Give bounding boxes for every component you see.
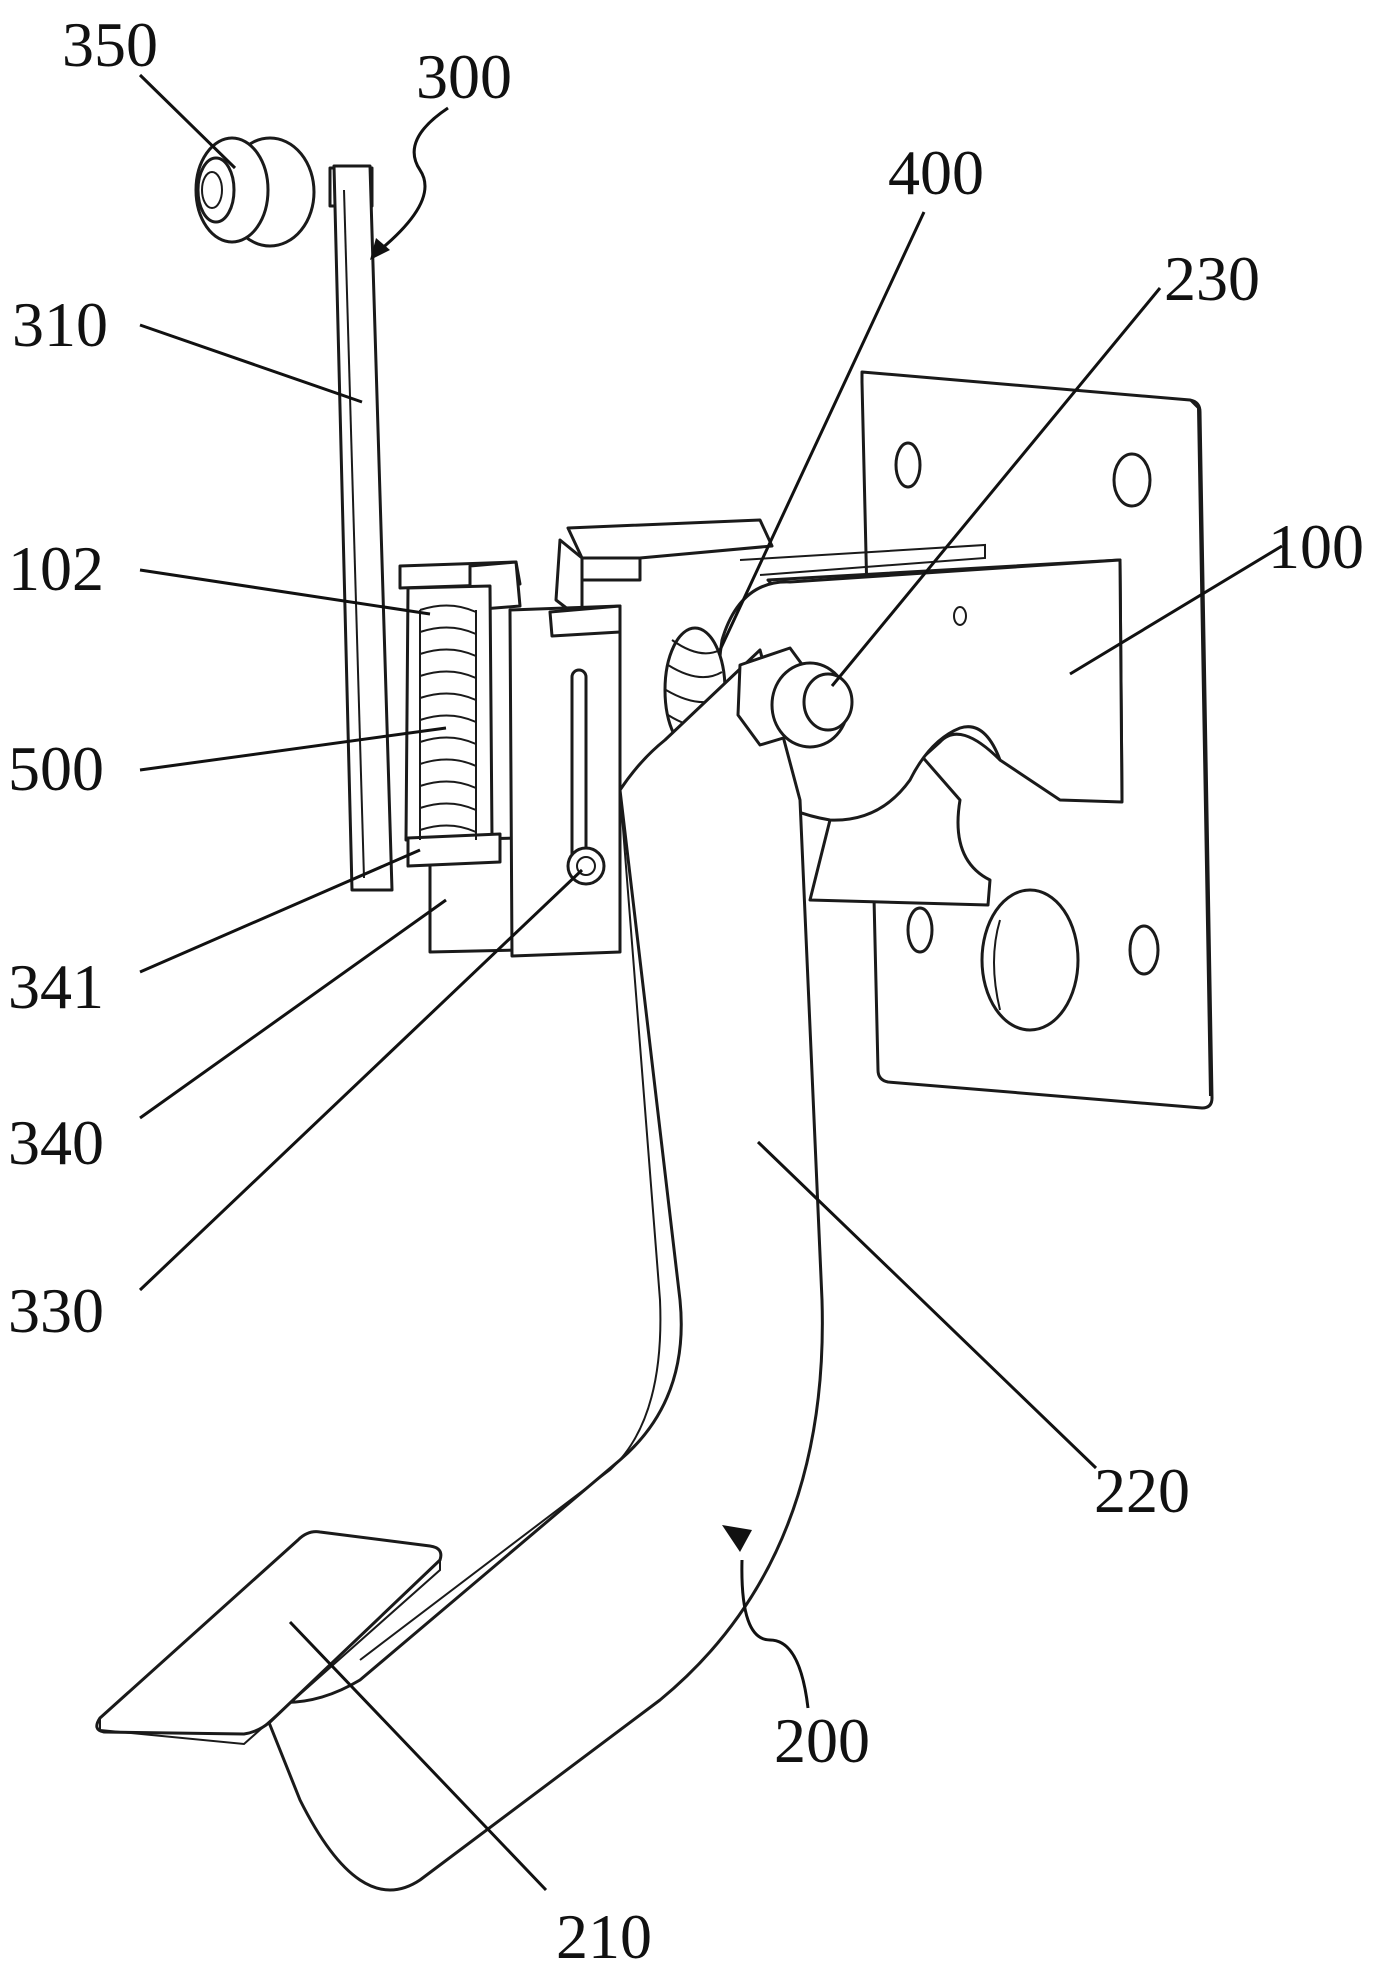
leader-310 bbox=[140, 325, 362, 402]
label-102: 102 bbox=[8, 533, 104, 604]
label-400: 400 bbox=[888, 137, 984, 208]
leader-340 bbox=[140, 900, 446, 1118]
lever-rod bbox=[330, 166, 392, 890]
label-310: 310 bbox=[12, 289, 108, 360]
label-100: 100 bbox=[1268, 511, 1364, 582]
label-220: 220 bbox=[1094, 1455, 1190, 1526]
leader-341 bbox=[140, 850, 420, 972]
label-341: 341 bbox=[8, 951, 104, 1022]
label-300: 300 bbox=[416, 41, 512, 112]
leader-500 bbox=[140, 728, 446, 770]
label-200: 200 bbox=[774, 1705, 870, 1776]
knob bbox=[196, 138, 314, 246]
label-340: 340 bbox=[8, 1107, 104, 1178]
label-230: 230 bbox=[1164, 243, 1260, 314]
label-210: 210 bbox=[556, 1901, 652, 1972]
spring-housing bbox=[400, 562, 620, 956]
label-500: 500 bbox=[8, 733, 104, 804]
leader-300 bbox=[372, 108, 448, 258]
label-330: 330 bbox=[8, 1275, 104, 1346]
label-350: 350 bbox=[62, 9, 158, 80]
leader-330 bbox=[140, 870, 582, 1290]
leader-102 bbox=[140, 570, 430, 614]
leader-350 bbox=[140, 75, 235, 168]
